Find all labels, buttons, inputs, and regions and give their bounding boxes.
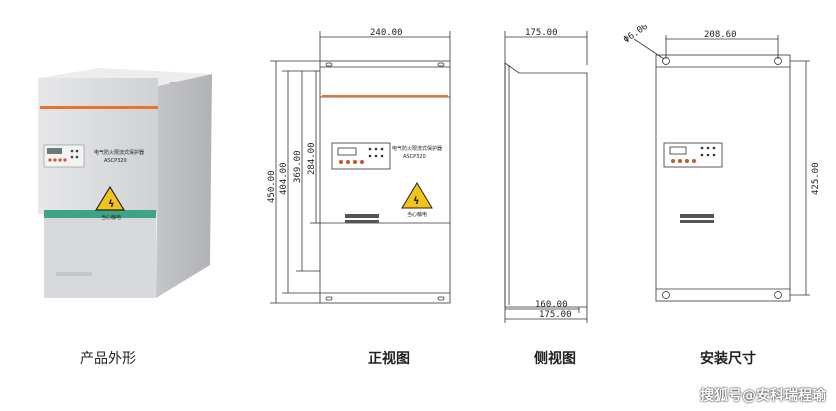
- photo-panel-title: 电气防火限流式保护器: [94, 150, 145, 156]
- install-size-drawing: Φ6.00 208.60 425.00: [622, 25, 820, 302]
- caption-install-size: 安装尺寸: [700, 351, 756, 367]
- svg-text:ϟ: ϟ: [108, 199, 115, 210]
- caption-product-appearance: 产品外形: [80, 351, 136, 367]
- front-warning-text: 当心触电: [407, 211, 427, 218]
- side-bottom-dim1: 160.00: [535, 300, 568, 310]
- front-warning-icon: [401, 182, 433, 209]
- side-bottom-dim2: 175.00: [539, 310, 572, 320]
- photo-panel-model: ASCP320: [104, 158, 127, 164]
- orange-stripe: [40, 106, 158, 109]
- install-width-dim: 208.60: [704, 30, 737, 40]
- front-h369-dim: 369.00: [293, 150, 303, 183]
- watermark: 搜狐号@安科瑞程瑜: [700, 388, 826, 404]
- front-h450-dim: 450.00: [267, 170, 277, 203]
- front-h404-dim: 404.00: [279, 162, 289, 195]
- install-height-dim: 425.00: [811, 162, 820, 195]
- side-view-drawing: 175.00 160.00 175.00: [504, 28, 588, 323]
- front-width-dim: 240.00: [370, 28, 403, 38]
- front-view-drawing: ϟ 240.00 450.00 404.00 369.00 284.00 电气防…: [267, 28, 451, 304]
- caption-side-view: 侧视图: [534, 351, 576, 367]
- front-panel-model: ASCP320: [403, 154, 426, 160]
- front-panel-title: 电气防火限流式保护器: [392, 145, 442, 152]
- svg-text:ϟ: ϟ: [413, 196, 420, 207]
- caption-front-view: 正视图: [368, 351, 410, 367]
- install-hole-dim: Φ6.00: [622, 25, 650, 45]
- side-top-dim: 175.00: [525, 28, 558, 38]
- photo-warning-text: 当心触电: [101, 215, 122, 221]
- product-photo: ϟ: [38, 68, 212, 298]
- warning-triangle-icon: [94, 185, 126, 211]
- front-h284-dim: 284.00: [307, 142, 317, 175]
